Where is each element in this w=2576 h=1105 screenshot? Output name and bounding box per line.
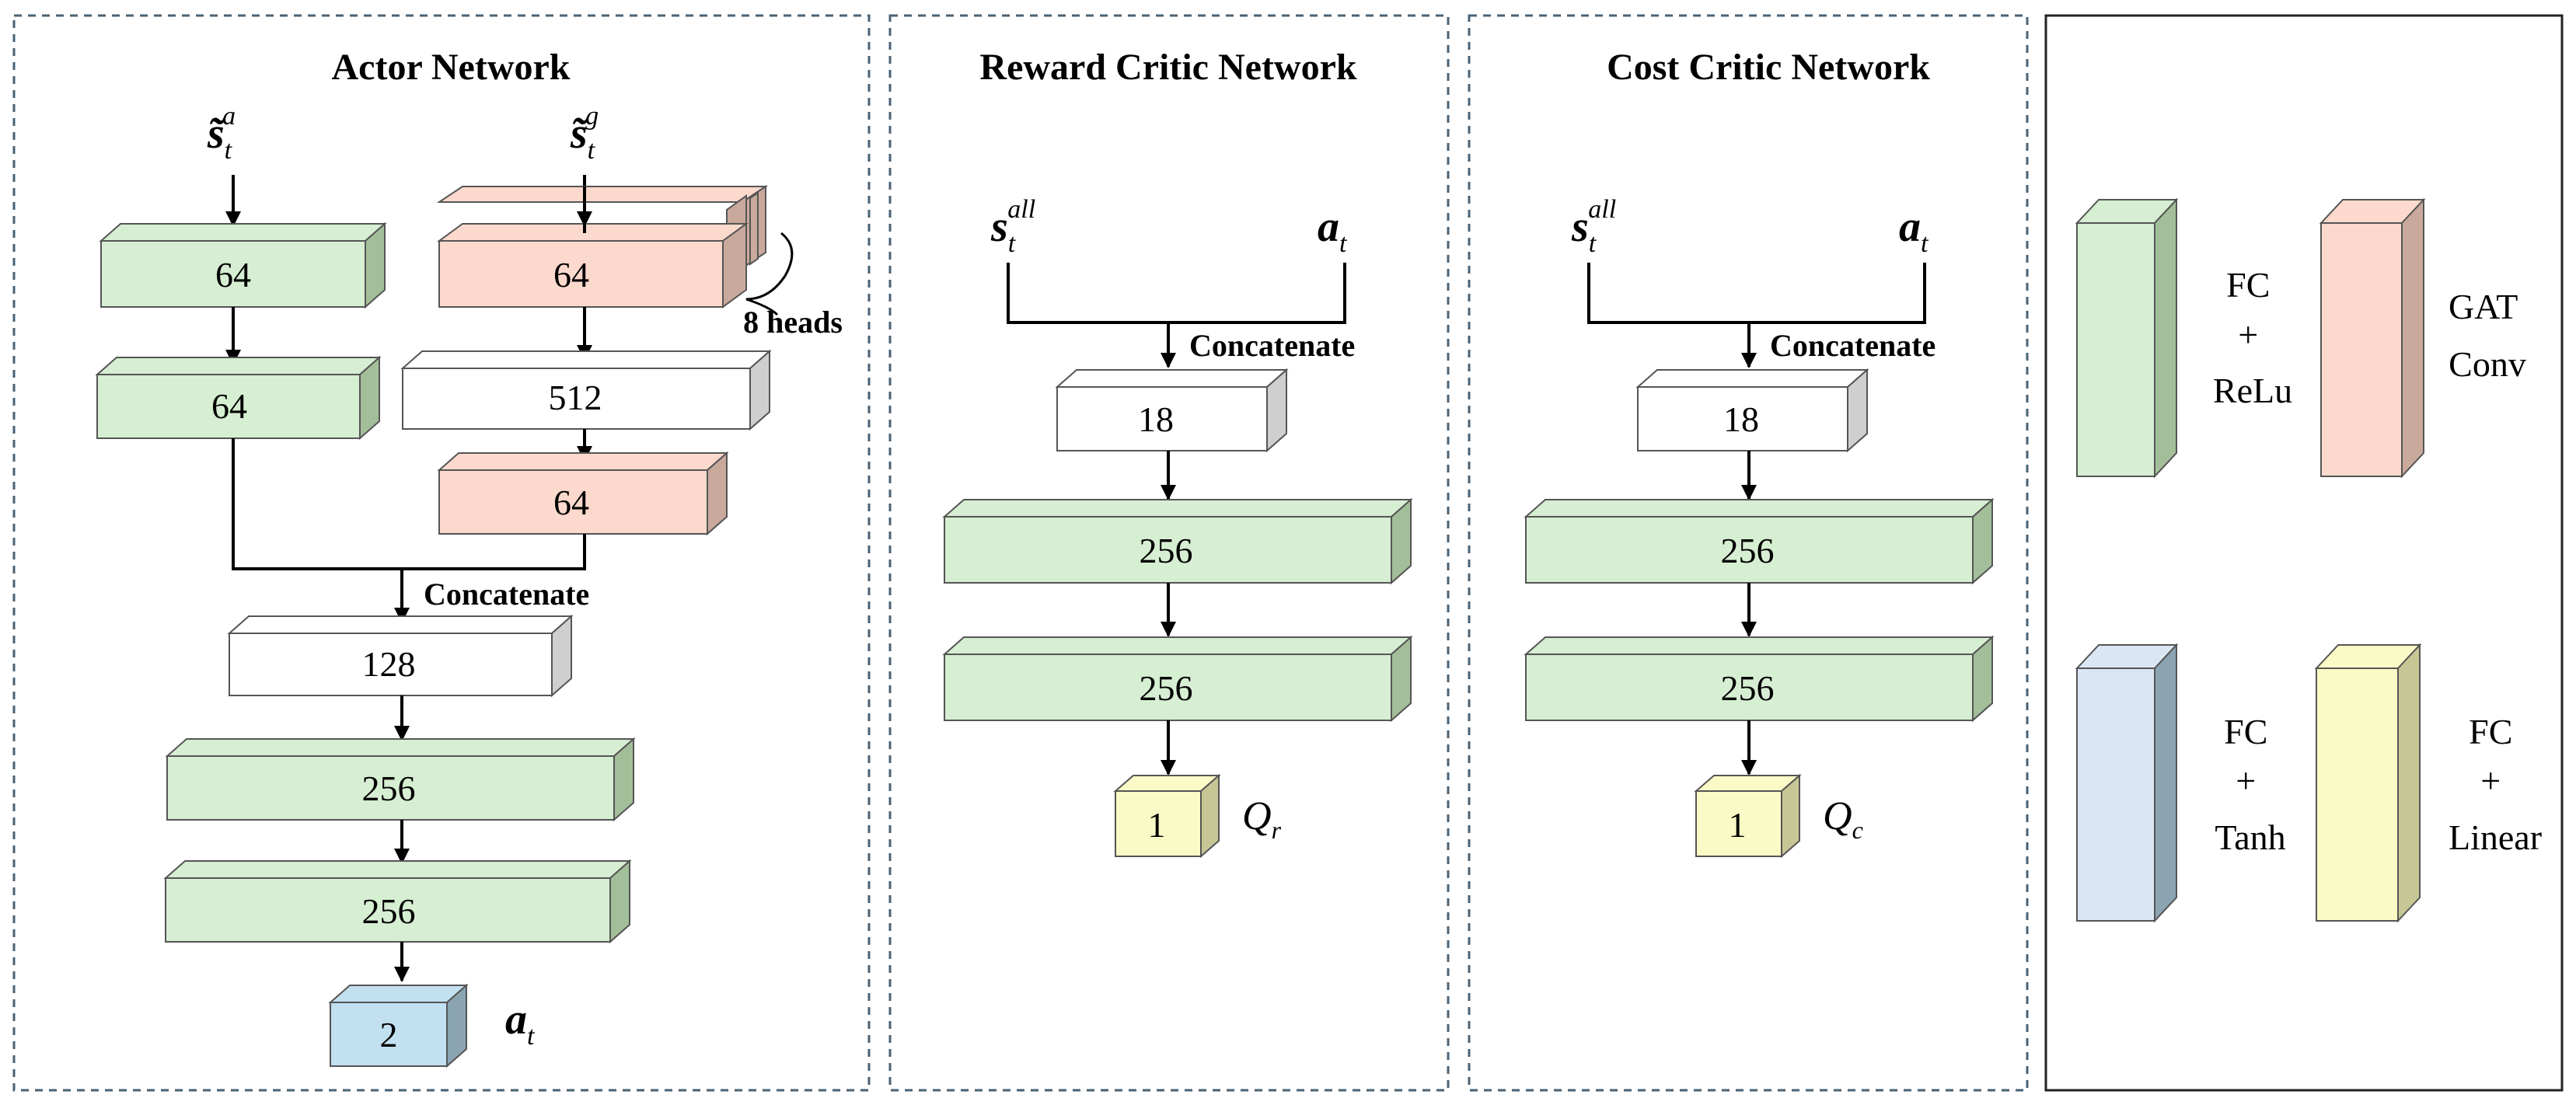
heads-brace [745,232,794,316]
cost-input-action: at [1899,203,1929,258]
cost-output-label: Qc [1823,794,1863,844]
legend-fc-tanh-label: FC + Tanh [2215,712,2285,857]
cost-critic-panel [1468,14,2029,1092]
legend-fc-relu-swatch [2075,197,2179,479]
actor-fc4-block: 256 [163,859,632,944]
actor-hidden-128-block: 128 [227,614,574,698]
legend-gat-swatch [2319,197,2426,479]
svg-text:256: 256 [362,769,416,808]
cost-output-block: 1 [1694,773,1802,859]
actor-concat-left-line [232,438,586,570]
actor-title: Actor Network [331,47,570,88]
svg-text:64: 64 [211,386,247,426]
svg-text:2: 2 [380,1015,398,1054]
legend-gat-label: GAT Conv [2449,287,2526,384]
legend-fc-linear-label: FC + Linear [2449,712,2542,857]
cost-concat-label: Concatenate [1770,328,1935,363]
heads-label: 8 heads [743,305,843,340]
reward-concat-lines [1007,263,1346,324]
svg-text:128: 128 [362,644,416,684]
legend-fc-relu-label: FC + ReLu [2213,265,2292,410]
svg-text:64: 64 [215,255,251,295]
cost-fc1-block: 256 [1524,497,1995,585]
actor-input-graph-state: s̃tg [570,102,599,165]
svg-text:64: 64 [553,255,589,295]
svg-text:1: 1 [1148,805,1166,845]
actor-fc3-block: 256 [165,737,636,822]
reward-critic-panel [888,14,1450,1092]
legend-fc-tanh-swatch [2075,643,2179,923]
svg-text:256: 256 [1721,531,1775,570]
actor-gat1-block: 64 [436,185,769,308]
actor-hidden-512-block: 512 [400,349,772,431]
actor-output-block: 2 [328,983,469,1068]
cost-critic-title: Cost Critic Network [1607,47,1930,88]
reward-output-label: Qr [1242,794,1282,844]
cost-concat-lines [1587,263,1926,324]
actor-panel [12,14,871,1092]
reward-input-state: stall [990,195,1035,258]
svg-text:1: 1 [1729,805,1747,845]
legend-fc-linear-swatch [2314,643,2422,923]
svg-text:256: 256 [362,891,416,931]
legend-panel [2044,14,2564,1092]
svg-text:256: 256 [1140,531,1193,570]
reward-critic-title: Reward Critic Network [979,47,1356,88]
reward-hidden-18-block: 18 [1055,368,1289,453]
reward-fc2-block: 256 [942,635,1413,723]
svg-text:256: 256 [1721,668,1775,708]
actor-fc1-block: 64 [99,221,387,309]
actor-input-agent-state: s̃ta [207,102,236,165]
actor-fc2-block: 64 [95,355,382,441]
cost-hidden-18-block: 18 [1635,368,1869,453]
actor-gat2-block: 64 [437,451,729,536]
actor-output-label: at [505,995,536,1051]
actor-concat-label: Concatenate [424,577,589,612]
reward-output-block: 1 [1113,773,1221,859]
cost-input-state: stall [1571,195,1616,258]
svg-text:512: 512 [549,378,602,417]
svg-text:18: 18 [1138,399,1174,439]
svg-text:64: 64 [553,483,589,522]
cost-fc2-block: 256 [1524,635,1995,723]
svg-text:256: 256 [1140,668,1193,708]
reward-input-action: at [1318,203,1348,258]
reward-concat-label: Concatenate [1189,328,1355,363]
reward-fc1-block: 256 [942,497,1413,585]
svg-text:18: 18 [1723,399,1759,439]
